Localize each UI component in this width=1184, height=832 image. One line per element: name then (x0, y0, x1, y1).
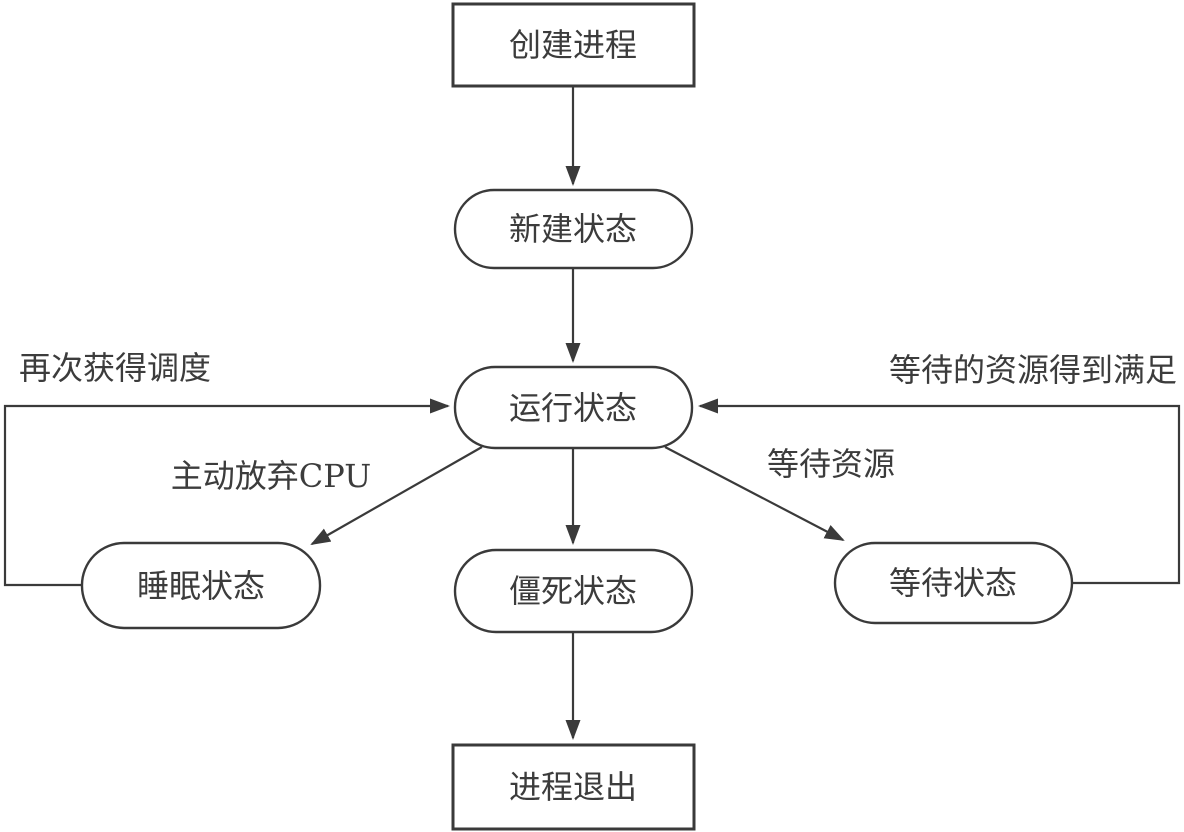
node-create-process-label: 创建进程 (509, 26, 637, 64)
edges (3, 86, 1181, 740)
node-sleep-state: 睡眠状态 (80, 541, 322, 630)
node-zombie-state-label: 僵死状态 (509, 572, 637, 610)
node-running-state-label: 运行状态 (509, 389, 637, 427)
edge-label-reschedule: 再次获得调度 (19, 349, 211, 387)
edge-waiting-loop-to-running (698, 398, 1181, 585)
node-process-exit: 进程退出 (451, 743, 696, 831)
node-process-exit-label: 进程退出 (509, 768, 637, 806)
edge-running-to-waiting (664, 446, 845, 541)
node-running-state: 运行状态 (453, 365, 694, 450)
node-zombie-state: 僵死状态 (453, 548, 694, 634)
node-new-state: 新建状态 (453, 188, 694, 270)
edge-sleep-loop-to-running (3, 398, 450, 587)
edge-label-resource-satisfied: 等待的资源得到满足 (889, 351, 1177, 389)
node-new-state-label: 新建状态 (509, 210, 637, 248)
edge-label-wait-resource: 等待资源 (767, 445, 895, 483)
node-waiting-state: 等待状态 (833, 541, 1074, 625)
node-waiting-state-label: 等待状态 (889, 564, 1017, 602)
edge-label-yield-cpu: 主动放弃CPU (171, 457, 371, 495)
nodes: 创建进程 新建状态 运行状态 睡眠状态 僵死状态 等待状态 进程退出 (80, 2, 1074, 831)
node-sleep-state-label: 睡眠状态 (137, 567, 265, 605)
node-create-process: 创建进程 (451, 2, 696, 88)
edge-labels: 再次获得调度 等待的资源得到满足 主动放弃CPU 等待资源 (19, 349, 1177, 495)
edge-running-to-sleep (310, 446, 483, 545)
